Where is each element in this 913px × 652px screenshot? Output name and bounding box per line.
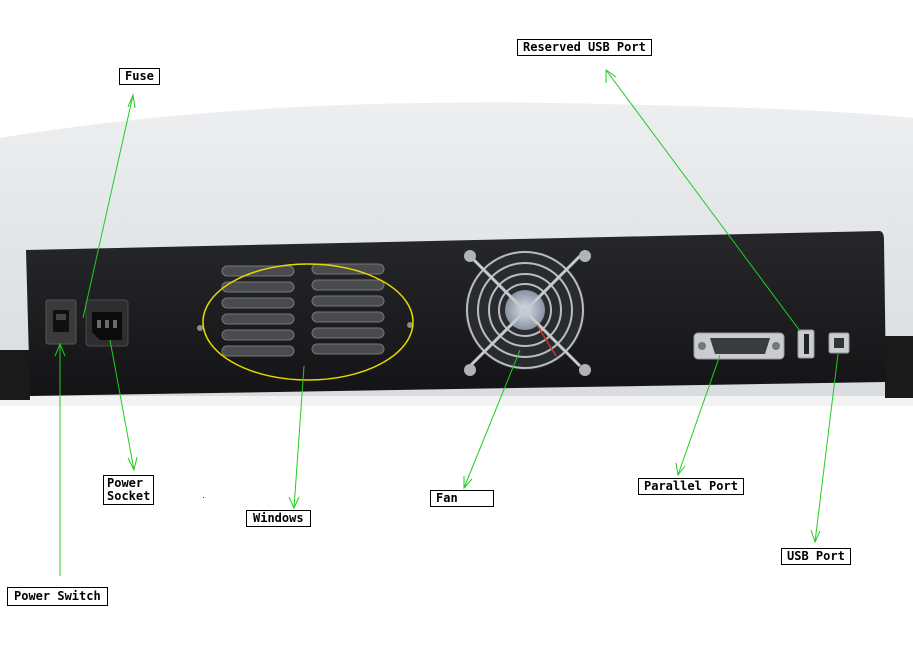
arrowhead-usb-port xyxy=(810,529,821,544)
reserved-usb-port-label: Reserved USB Port xyxy=(517,39,652,56)
arrowhead-fuse xyxy=(127,93,136,109)
arrowhead-fan xyxy=(463,476,473,490)
arrowhead-power-switch xyxy=(54,342,66,357)
arrow-parallel-port xyxy=(677,354,721,476)
reserved-usb-port xyxy=(797,329,815,359)
housing-edge-left xyxy=(0,350,30,400)
windows-label: Windows xyxy=(246,510,311,527)
arrow-fuse xyxy=(82,94,134,319)
arrowhead-windows xyxy=(288,496,300,510)
arrowhead-power-socket xyxy=(127,456,138,472)
parallel-port xyxy=(693,332,785,360)
screw xyxy=(407,322,413,328)
fuse-label: Fuse xyxy=(119,68,160,85)
speck xyxy=(203,497,204,498)
power-switch-label: Power Switch xyxy=(7,587,108,606)
power-socket-label: Power Socket xyxy=(103,475,155,505)
windows-highlight-ellipse xyxy=(202,263,414,381)
back-panel xyxy=(26,231,886,396)
power-switch xyxy=(45,299,77,345)
arrowhead-parallel-port xyxy=(675,462,686,477)
table-surface xyxy=(0,396,913,406)
arrow-fan xyxy=(463,349,521,489)
fan-label: Fan xyxy=(430,490,494,507)
arrowhead-reserved-usb xyxy=(605,69,617,83)
arrow-usb-port xyxy=(814,353,839,543)
parallel-port-label: Parallel Port xyxy=(638,478,744,495)
ventilation-windows xyxy=(221,263,385,357)
power-socket xyxy=(85,299,129,347)
leader-lines xyxy=(54,69,839,576)
arrow-windows xyxy=(293,365,305,509)
housing-edge-right xyxy=(885,336,913,398)
usb-port xyxy=(828,332,850,354)
fan xyxy=(464,250,591,376)
screw xyxy=(197,325,203,331)
arrow-reserved-usb xyxy=(605,69,801,332)
usb-port-label: USB Port xyxy=(781,548,851,565)
arrow-power-socket xyxy=(109,339,135,471)
